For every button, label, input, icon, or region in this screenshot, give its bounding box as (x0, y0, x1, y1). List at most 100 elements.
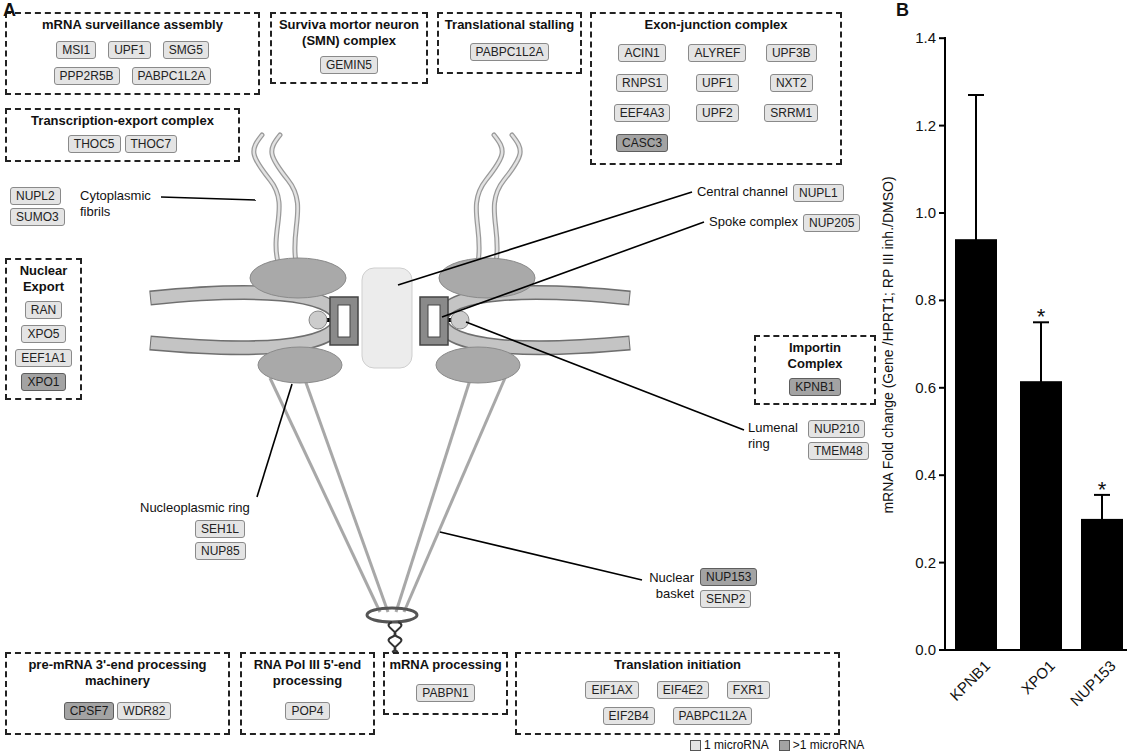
gene-name: EIF4E2 (663, 683, 703, 697)
gene-box: THOC5 (68, 135, 121, 153)
structure-label: Central channel (697, 184, 788, 200)
gene-name: SEH1L (201, 522, 239, 536)
leader-line (161, 197, 256, 200)
membrane-edge (150, 293, 340, 348)
tick-label: 0.2 (915, 554, 936, 572)
gene-box: PABPN1 (416, 684, 474, 702)
gene-box: TMEM48 (808, 442, 869, 460)
gene-box: ACIN1 (618, 44, 665, 62)
gene-box: SRRM1 (764, 104, 818, 122)
membrane (440, 293, 629, 348)
gene-box: PABPC1L2A (673, 707, 753, 725)
basket-filament (396, 380, 470, 612)
basket-filament (270, 378, 380, 612)
gene-box: NXT2 (770, 74, 813, 92)
cytoplasmic-ring (250, 258, 346, 298)
tick-label: 1.2 (915, 117, 936, 135)
leader-line (466, 322, 744, 430)
legend-item: >1 microRNA (779, 738, 865, 753)
tick-mark (939, 649, 945, 651)
error-cap (968, 94, 984, 96)
group-title: mRNA surveillance assembly (7, 14, 258, 33)
gene-name: RAN (31, 303, 56, 317)
group-title: mRNA processing (385, 654, 506, 673)
gene-name: CASC3 (622, 136, 662, 150)
gene-name: XPO1 (27, 375, 59, 389)
legend-text: 1 microRNA (704, 738, 769, 753)
gene-box: UPF1 (108, 41, 151, 59)
basket-filament (305, 380, 388, 612)
gene-name: POP4 (291, 704, 323, 718)
leader-lines (161, 192, 744, 580)
legend-text: >1 microRNA (793, 738, 865, 753)
group-box: mRNA processingPABPN1 (383, 652, 508, 715)
category-label: XPO1 (1018, 657, 1058, 697)
group-box: Nuclear ExportRANXPO5EEF1A1XPO1 (5, 258, 82, 400)
gene-box: PPP2R5B (54, 67, 120, 85)
gene-name: EEF1A1 (21, 351, 66, 365)
group-title: pre-mRNA 3'-end processing machinery (7, 654, 228, 689)
gene-box: EEF4A3 (614, 104, 671, 122)
category-label: KPNB1 (946, 657, 993, 704)
axis-line (944, 37, 946, 651)
gene-name: NUPL1 (799, 186, 838, 200)
cytoplasmic-ring (439, 258, 535, 298)
gene-box: SEH1L (195, 520, 245, 538)
gene-name: NUP85 (201, 544, 240, 558)
gene-name: EIF2B4 (609, 709, 649, 723)
structure-label: Nuclear basket (634, 570, 694, 602)
tick-label: 0.4 (915, 466, 936, 484)
bar (1020, 381, 1062, 650)
gene-box: EEF1A1 (15, 349, 72, 367)
spoke-inner (338, 305, 350, 337)
category-label: NUP153 (1067, 657, 1119, 709)
nuclear-basket (270, 378, 505, 652)
fibril-core (494, 135, 520, 262)
bar-chart (939, 37, 1127, 651)
group-box: Transcription-export complexTHOC5THOC7 (5, 108, 240, 162)
tick-mark (939, 299, 945, 301)
gene-box: KPNB1 (789, 378, 840, 396)
gene-box: EIF4E2 (657, 681, 709, 699)
gene-box: NUPL2 (10, 187, 61, 205)
gene-box: SENP2 (700, 590, 751, 608)
gene-name: PABPC1L2A (138, 69, 206, 83)
significance-mark: * (1037, 304, 1046, 329)
gene-name: NXT2 (776, 76, 807, 90)
axis-title: mRNA Fold change (Gene /HPRT1; RP III in… (880, 176, 896, 513)
gene-name: WDR82 (123, 704, 165, 718)
gene-name: ACIN1 (624, 46, 659, 60)
structure-label: Spoke complex (709, 214, 798, 230)
tick-label: 0.0 (915, 641, 936, 659)
group-title: Surviva mortor neuron (SMN) complex (272, 14, 426, 49)
group-box: pre-mRNA 3'-end processing machineryCPSF… (5, 652, 230, 735)
structure-label: Nucleoplasmic ring (140, 500, 250, 516)
gene-box: EIF1AX (585, 681, 638, 699)
gene-box: NUP85 (195, 542, 246, 560)
tick-label: 1.0 (915, 204, 936, 222)
error-bars (968, 95, 1110, 519)
gene-name: NUP205 (809, 216, 854, 230)
panel-letter: B (896, 0, 909, 21)
gene-name: UPF1 (114, 43, 145, 57)
tick-mark (939, 562, 945, 564)
gene-name: THOC5 (74, 137, 115, 151)
lumenal-ring (309, 311, 327, 329)
gene-box: UPF3B (766, 44, 817, 62)
gene-name: NUPL2 (16, 189, 55, 203)
pore-rings (250, 258, 535, 383)
gene-name: NUP210 (814, 422, 859, 436)
spoke (330, 297, 358, 345)
gene-box: CASC3 (616, 134, 668, 152)
leader-line (442, 222, 704, 317)
gene-name: FXR1 (733, 683, 764, 697)
error-bar (975, 95, 977, 240)
legend-swatch (779, 740, 790, 751)
leader-line (398, 192, 692, 285)
error-bar (1040, 322, 1042, 382)
group-box: Exon-junction complexACIN1ALYREFUPF3BRNP… (590, 12, 842, 165)
group-title: Importin Complex (756, 337, 874, 372)
gene-box: ALYREF (688, 44, 746, 62)
spoke-inner (428, 305, 440, 337)
gene-name: SMG5 (169, 43, 203, 57)
